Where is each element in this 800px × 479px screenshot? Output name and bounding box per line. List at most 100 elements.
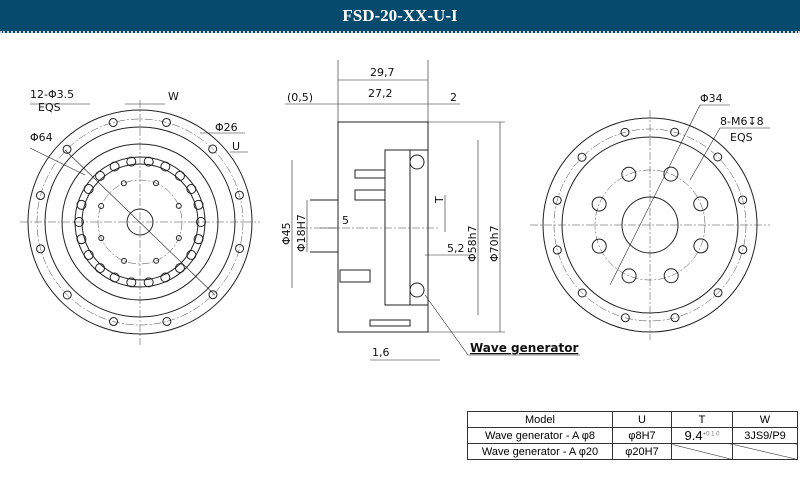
mounting-hole [35, 191, 45, 201]
roller [193, 234, 204, 245]
mounting-hole [713, 152, 723, 162]
roller [174, 170, 185, 181]
mounting-hole [670, 313, 680, 323]
roller [76, 234, 87, 245]
u-label: U [232, 140, 240, 153]
table-row: Wave generator - A φ8 φ8H7 9.4+0.1 0 3JS… [467, 427, 798, 444]
mounting-hole [235, 243, 245, 253]
d18-label: Φ18H7 [295, 214, 308, 252]
threaded-hole [591, 196, 607, 212]
mounting-hole [62, 290, 72, 300]
d70-label: Φ70h7 [488, 225, 501, 262]
hole-spec-label: 12-Φ3.5 [30, 88, 74, 101]
mounting-hole [234, 190, 244, 200]
cell-u: φ8H7 [612, 427, 672, 444]
mounting-hole [620, 313, 630, 323]
inner-hole [175, 202, 182, 209]
mounting-hole [577, 288, 587, 298]
threaded-hole [621, 166, 637, 182]
cell-model: Wave generator - A φ20 [467, 443, 613, 460]
length-27-2-label: 27,2 [368, 87, 393, 100]
roller [186, 184, 197, 195]
mounting-hole [713, 288, 723, 298]
cell-w-empty [732, 443, 798, 460]
w-label: W [168, 90, 179, 103]
eqs-label: EQS [38, 101, 61, 114]
threaded-hole [693, 196, 709, 212]
dim-5-label: 5 [342, 214, 349, 227]
mounting-hole [577, 152, 587, 162]
d26-label: Φ26 [215, 121, 238, 134]
offset-label: (0,5) [287, 91, 313, 104]
t-value: 9.4 [684, 428, 703, 443]
roller [126, 277, 137, 288]
header-w: W [732, 411, 798, 428]
mounting-hole [552, 245, 562, 255]
inner-hole [153, 257, 160, 264]
mounting-hole [161, 117, 171, 127]
mounting-hole [62, 144, 72, 154]
roller [193, 199, 204, 210]
roller [160, 272, 171, 283]
threaded-hole [663, 166, 679, 182]
cell-t-empty [671, 443, 733, 460]
mounting-hole [109, 317, 119, 327]
roller [160, 161, 171, 172]
mounting-hole [738, 245, 748, 255]
inner-hole [120, 180, 127, 187]
roller [143, 156, 154, 167]
table-header-row: Model U T W [467, 411, 798, 428]
roller [83, 249, 94, 260]
back-view [530, 104, 770, 340]
thread-spec-label: 8-M6↧8 [720, 115, 764, 128]
inner-hole [121, 257, 128, 264]
header-t: T [671, 411, 733, 428]
mounting-hole [552, 195, 562, 205]
cell-model: Wave generator - A φ8 [467, 427, 613, 444]
mounting-hole [738, 195, 748, 205]
inner-hole [152, 180, 159, 187]
threaded-hole [591, 238, 607, 254]
inner-hole [175, 234, 182, 241]
table-row: Wave generator - A φ20 φ20H7 [467, 443, 798, 460]
header-model: Model [467, 411, 613, 428]
inner-hole [98, 203, 105, 210]
header-u: U [612, 411, 672, 428]
page-title: FSD-20-XX-U-I [0, 0, 800, 33]
mounting-hole [208, 144, 218, 154]
roller [95, 263, 106, 274]
mounting-hole [620, 127, 630, 137]
roller [143, 277, 154, 288]
roller [76, 199, 87, 210]
spec-table: Model U T W Wave generator - A φ8 φ8H7 9… [467, 411, 798, 460]
section-view [285, 60, 580, 361]
dim-1-6-label: 1,6 [372, 346, 390, 359]
length-29-7-label: 29,7 [370, 66, 395, 79]
roller [109, 161, 120, 172]
mounting-hole [36, 244, 46, 254]
mounting-hole [208, 290, 218, 300]
step-2-label: 2 [450, 91, 457, 104]
front-view [20, 100, 260, 345]
roller [83, 184, 94, 195]
cell-t: 9.4+0.1 0 [671, 427, 733, 444]
roller [186, 249, 197, 260]
d58-label: Φ58h7 [466, 225, 479, 262]
inner-hole [98, 235, 105, 242]
roller [109, 272, 120, 283]
d64-label: Φ64 [30, 131, 53, 144]
roller [126, 156, 137, 167]
threaded-hole [693, 238, 709, 254]
threaded-hole [621, 268, 637, 284]
threaded-hole [663, 268, 679, 284]
d45-label: Φ45 [280, 222, 293, 245]
t-label: T [433, 196, 446, 204]
cell-u: φ20H7 [612, 443, 672, 460]
wave-generator-callout: Wave generator [470, 341, 578, 355]
t-tolerance: +0.1 0 [702, 431, 720, 438]
mounting-hole [670, 127, 680, 137]
roller [174, 263, 185, 274]
roller [95, 170, 106, 181]
back-eqs-label: EQS [730, 131, 753, 144]
